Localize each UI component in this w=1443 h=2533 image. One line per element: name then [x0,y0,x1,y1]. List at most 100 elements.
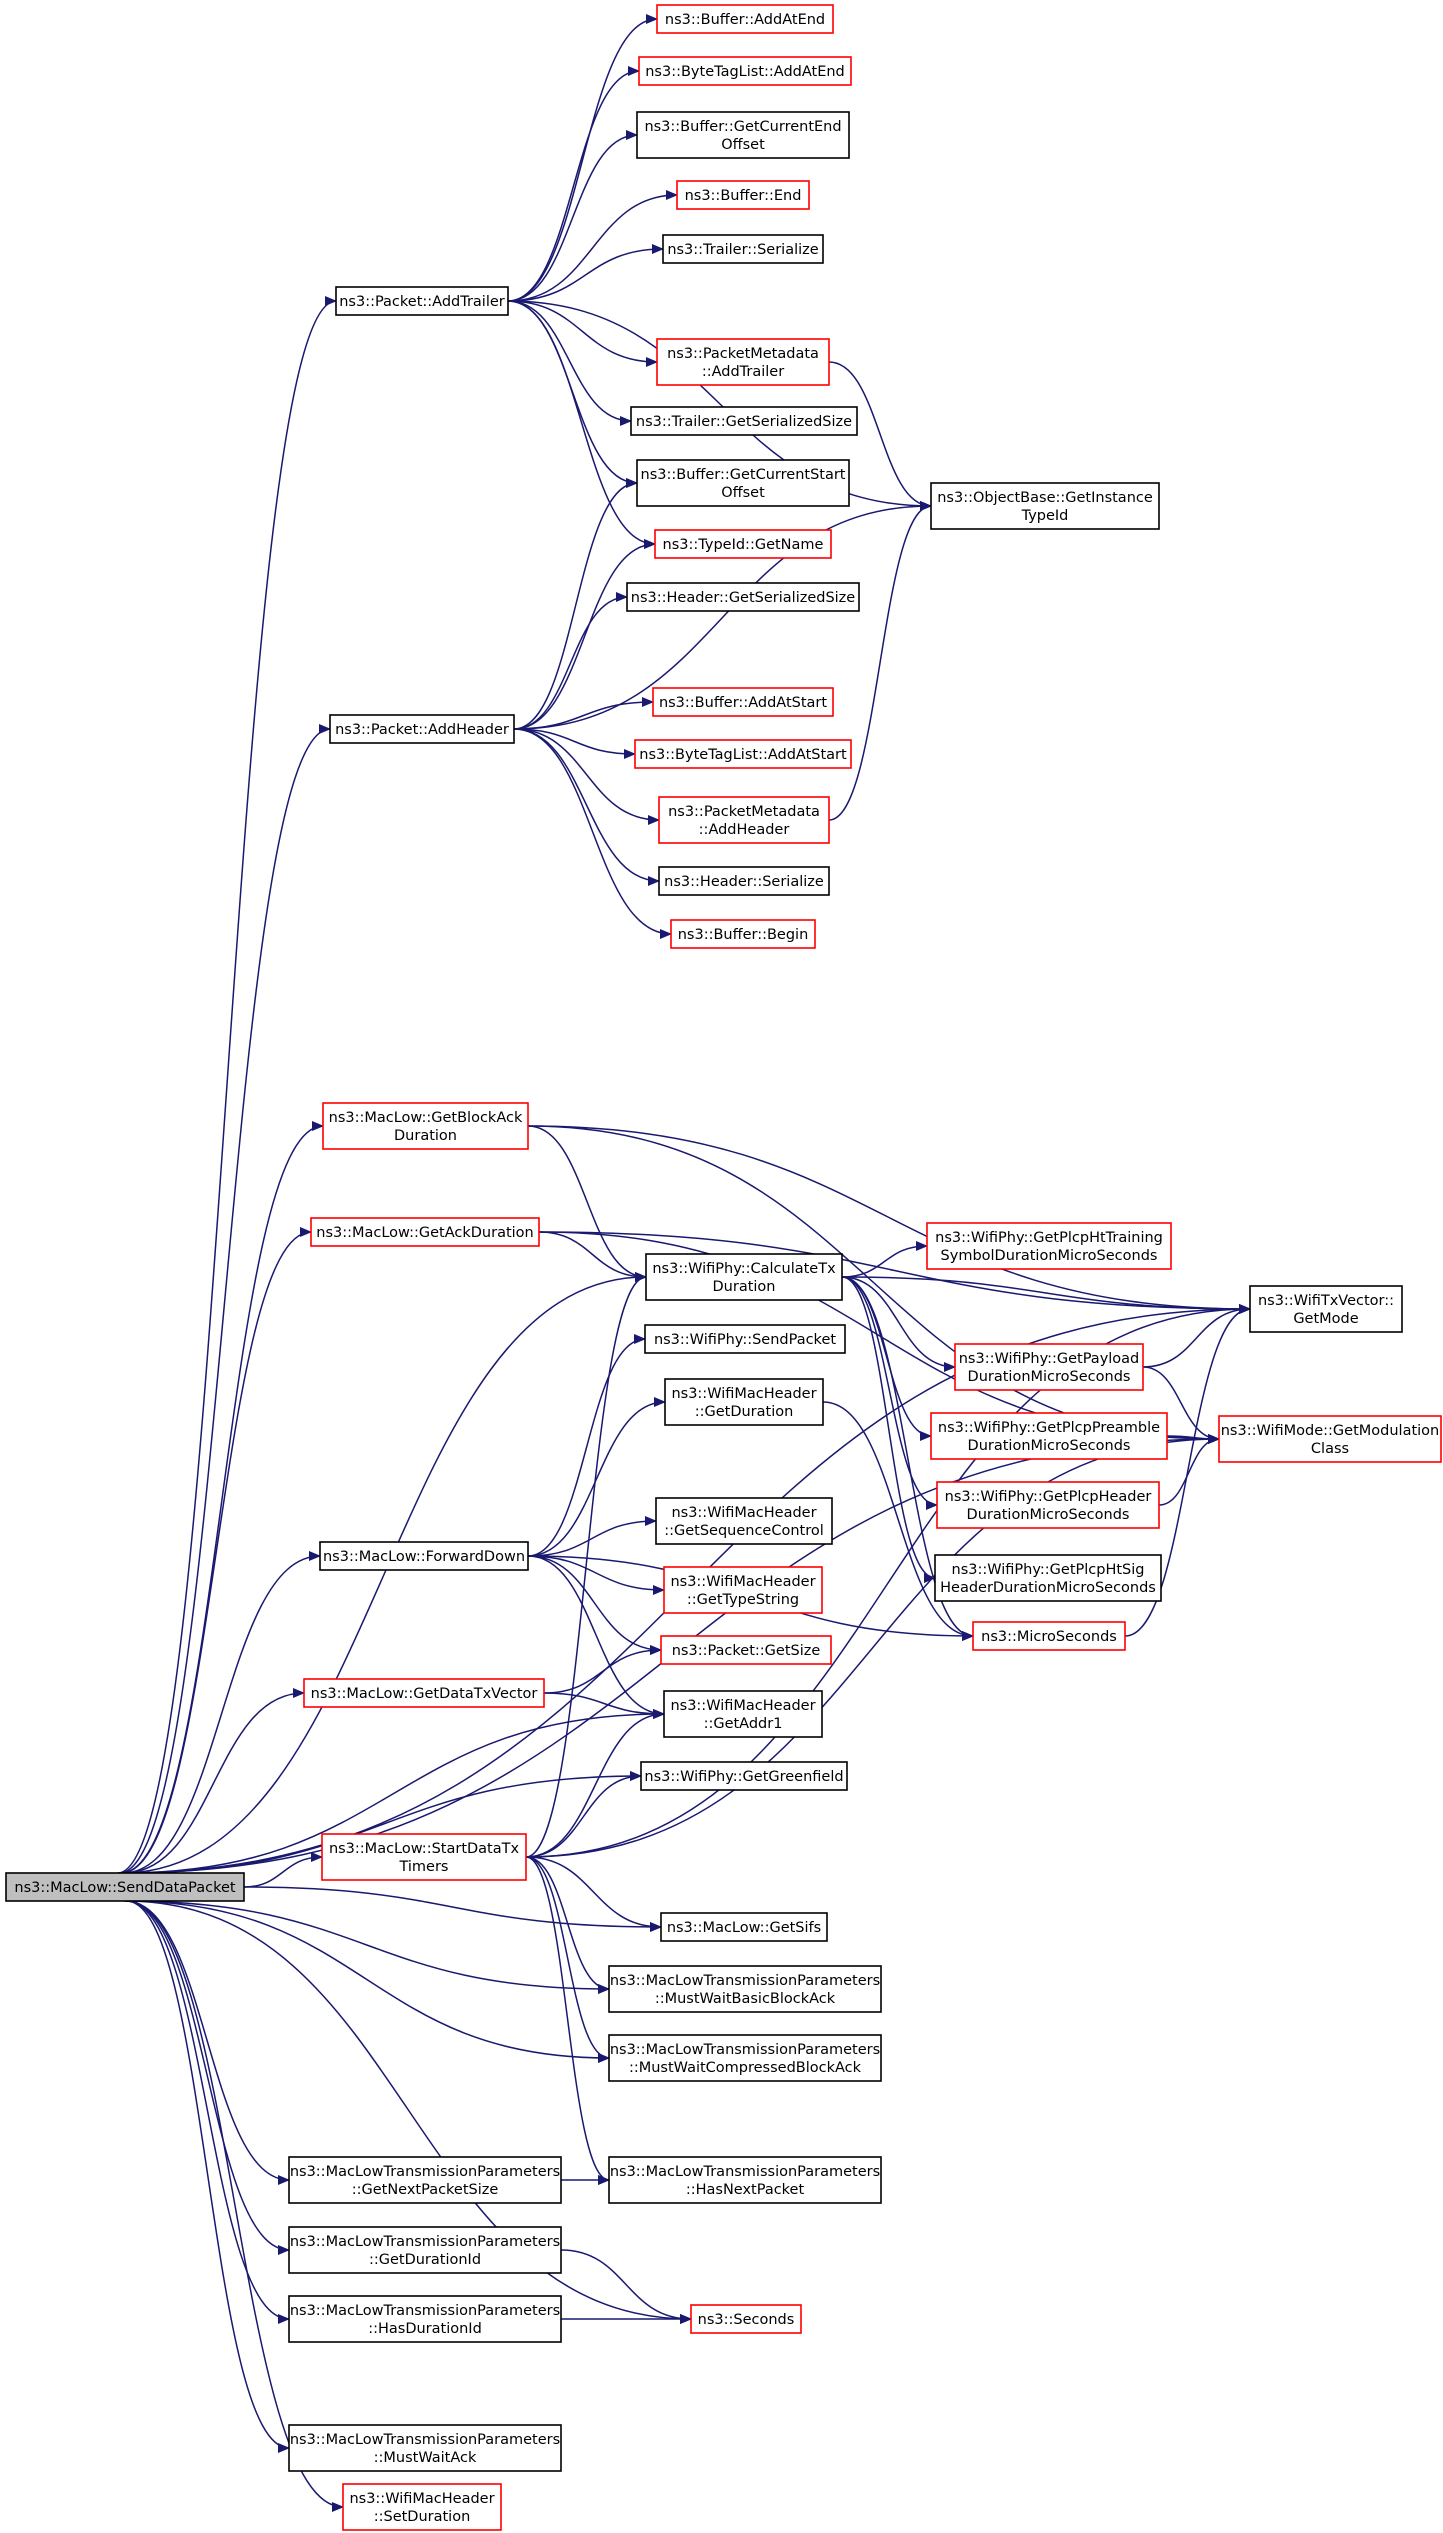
node-box[interactable] [321,1833,527,1881]
node-hdrGetTypeStr[interactable]: ns3::WifiMacHeader::GetTypeString [663,1566,823,1614]
node-box[interactable] [342,2483,502,2531]
node-box[interactable] [660,1912,828,1942]
node-box[interactable] [303,1678,545,1708]
node-box[interactable] [288,2424,562,2472]
node-box[interactable] [658,796,830,844]
node-bufBegin[interactable]: ns3::Buffer::Begin [670,919,816,949]
node-box[interactable] [310,1217,540,1247]
node-box[interactable] [626,582,860,612]
node-box[interactable] [930,482,1160,530]
node-getSifs[interactable]: ns3::MacLow::GetSifs [660,1912,828,1942]
node-sendPacket[interactable]: ns3::WifiPhy::SendPacket [644,1324,846,1354]
node-box[interactable] [664,1378,824,1426]
node-getPlcpHtSig[interactable]: ns3::WifiPhy::GetPlcpHtSigHeaderDuration… [934,1554,1162,1602]
node-trlSerialize[interactable]: ns3::Trailer::Serialize [662,234,824,264]
node-box[interactable] [319,1541,529,1571]
node-getAckDur[interactable]: ns3::MacLow::GetAckDuration [310,1217,540,1247]
node-box[interactable] [636,111,850,159]
node-box[interactable] [638,56,852,86]
node-bufEnd[interactable]: ns3::Buffer::End [676,180,810,210]
node-box[interactable] [335,286,509,316]
node-mustWaitComp[interactable]: ns3::MacLowTransmissionParameters::MustW… [608,2034,882,2082]
node-box[interactable] [654,529,832,559]
node-hasDurationId[interactable]: ns3::MacLowTransmissionParameters::HasDu… [288,2295,562,2343]
node-getPlcpHtTrain[interactable]: ns3::WifiPhy::GetPlcpHtTrainingSymbolDur… [926,1222,1172,1270]
node-pktGetSize[interactable]: ns3::Packet::GetSize [660,1635,832,1665]
node-box[interactable] [288,2156,562,2204]
node-box[interactable] [640,1761,848,1791]
node-addTrailer[interactable]: ns3::Packet::AddTrailer [335,286,509,316]
node-send[interactable]: ns3::MacLow::SendDataPacket [5,1872,245,1902]
node-box[interactable] [658,866,830,896]
node-hasNextPkt[interactable]: ns3::MacLowTransmissionParameters::HasNe… [608,2156,882,2204]
node-microSeconds[interactable]: ns3::MicroSeconds [972,1621,1126,1651]
node-box[interactable] [662,234,824,264]
node-box[interactable] [645,1253,843,1301]
node-box[interactable] [655,1497,833,1545]
node-btlAddAtEnd[interactable]: ns3::ByteTagList::AddAtEnd [638,56,852,86]
node-box[interactable] [1249,1285,1403,1333]
node-box[interactable] [634,739,852,769]
node-box[interactable] [676,180,810,210]
node-box[interactable] [663,1690,823,1738]
node-box[interactable] [608,2034,882,2082]
node-box[interactable] [288,2226,562,2274]
node-box[interactable] [690,2304,802,2334]
node-getPlcpHeader[interactable]: ns3::WifiPhy::GetPlcpHeaderDurationMicro… [936,1481,1160,1529]
node-box[interactable] [972,1621,1126,1651]
node-btlAddAtStart[interactable]: ns3::ByteTagList::AddAtStart [634,739,852,769]
node-box[interactable] [608,2156,882,2204]
node-box[interactable] [670,919,816,949]
node-hdrGetSerSize[interactable]: ns3::Header::GetSerializedSize [626,582,860,612]
node-box[interactable] [636,459,850,507]
node-box[interactable] [644,1324,846,1354]
node-trlGetSerSize[interactable]: ns3::Trailer::GetSerializedSize [630,406,858,436]
node-bufAddAtEnd[interactable]: ns3::Buffer::AddAtEnd [656,4,834,34]
node-getPlcpPreamble[interactable]: ns3::WifiPhy::GetPlcpPreambleDurationMic… [930,1412,1168,1460]
node-box[interactable] [954,1343,1144,1391]
node-box[interactable] [656,338,830,386]
node-box[interactable] [1218,1415,1442,1463]
node-hdrGetAddr1[interactable]: ns3::WifiMacHeader::GetAddr1 [663,1690,823,1738]
node-mustWaitBasic[interactable]: ns3::MacLowTransmissionParameters::MustW… [608,1965,882,2013]
node-getGreenfield[interactable]: ns3::WifiPhy::GetGreenfield [640,1761,848,1791]
node-pmAddTrailer[interactable]: ns3::PacketMetadata::AddTrailer [656,338,830,386]
node-getDataTxVec[interactable]: ns3::MacLow::GetDataTxVector [303,1678,545,1708]
node-getDurationId[interactable]: ns3::MacLowTransmissionParameters::GetDu… [288,2226,562,2274]
node-box[interactable] [656,4,834,34]
node-box[interactable] [663,1566,823,1614]
node-addHeader[interactable]: ns3::Packet::AddHeader [329,714,515,744]
node-bufAddAtStart[interactable]: ns3::Buffer::AddAtStart [652,687,834,717]
node-getPayloadDur[interactable]: ns3::WifiPhy::GetPayloadDurationMicroSec… [954,1343,1144,1391]
node-mustWaitAck[interactable]: ns3::MacLowTransmissionParameters::MustW… [288,2424,562,2472]
node-box[interactable] [329,714,515,744]
node-pmAddHeader[interactable]: ns3::PacketMetadata::AddHeader [658,796,830,844]
node-txVecGetMode[interactable]: ns3::WifiTxVector::GetMode [1249,1285,1403,1333]
node-typeIdGetName[interactable]: ns3::TypeId::GetName [654,529,832,559]
node-box[interactable] [936,1481,1160,1529]
node-getNextPktSize[interactable]: ns3::MacLowTransmissionParameters::GetNe… [288,2156,562,2204]
node-box[interactable] [660,1635,832,1665]
node-box[interactable] [926,1222,1172,1270]
node-box[interactable] [930,1412,1168,1460]
node-box[interactable] [652,687,834,717]
node-hdrGetDuration[interactable]: ns3::WifiMacHeader::GetDuration [664,1378,824,1426]
node-box[interactable] [288,2295,562,2343]
node-box[interactable] [322,1102,529,1150]
node-hdrSerialize[interactable]: ns3::Header::Serialize [658,866,830,896]
node-box[interactable] [934,1554,1162,1602]
node-forwardDown[interactable]: ns3::MacLow::ForwardDown [319,1541,529,1571]
node-box[interactable] [608,1965,882,2013]
node-hdrSetDuration[interactable]: ns3::WifiMacHeader::SetDuration [342,2483,502,2531]
node-seconds[interactable]: ns3::Seconds [690,2304,802,2334]
node-hdrGetSeqCtrl[interactable]: ns3::WifiMacHeader::GetSequenceControl [655,1497,833,1545]
node-box[interactable] [630,406,858,436]
node-box[interactable] [5,1872,245,1902]
